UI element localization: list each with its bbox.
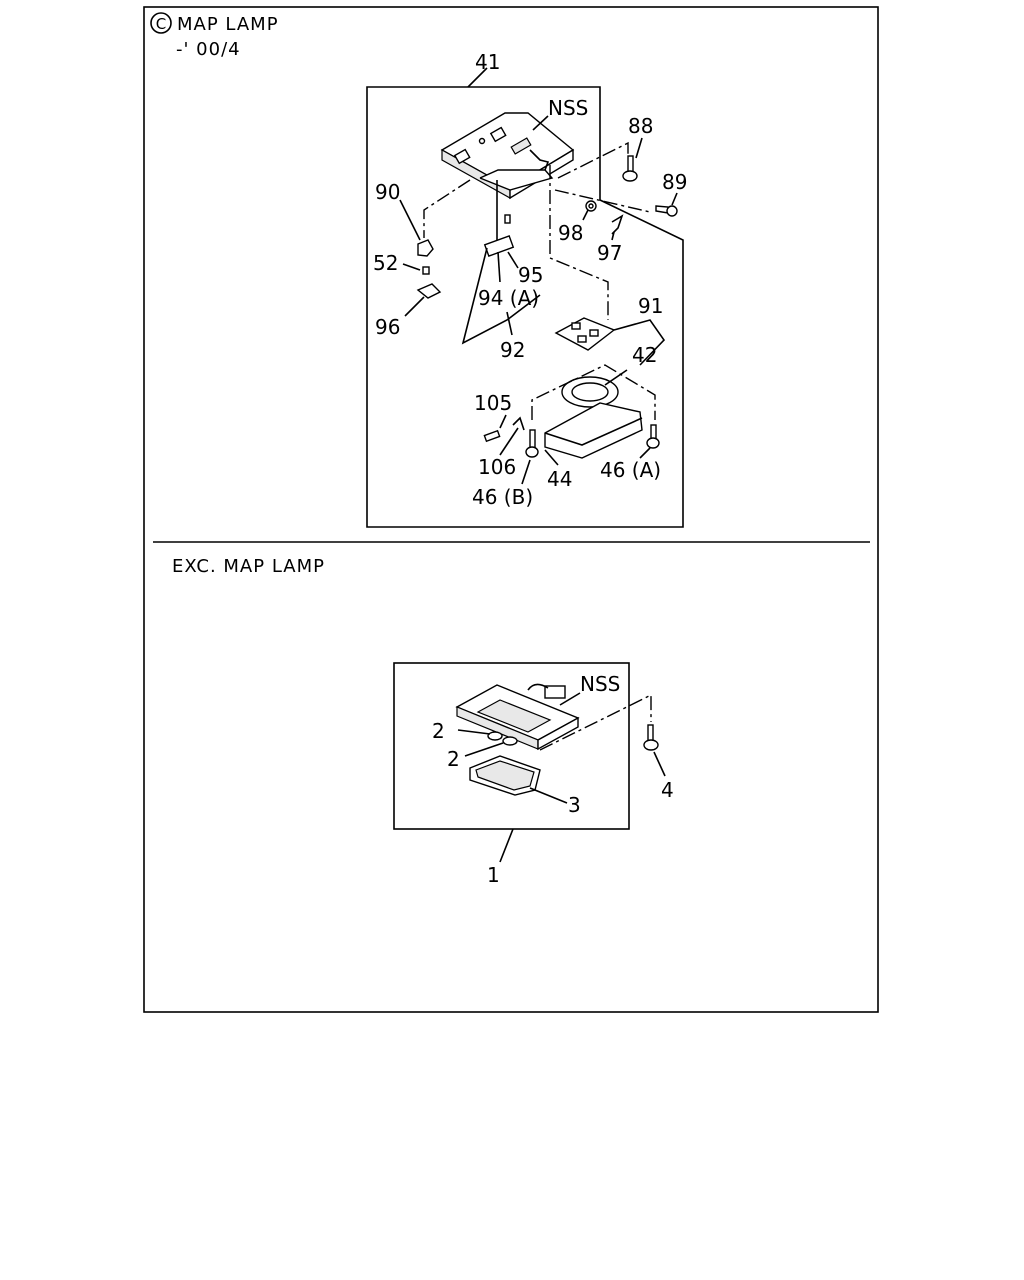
leader-nss-bottom — [559, 692, 581, 706]
bulb-2-upper-icon — [487, 731, 503, 741]
leader-94a — [497, 251, 501, 283]
label-97: 97 — [597, 241, 622, 265]
label-1: 1 — [487, 863, 500, 887]
lens-ring-42-icon — [561, 376, 619, 408]
label-98: 98 — [558, 221, 583, 245]
housing-hole — [478, 137, 486, 145]
screw-46a-icon — [646, 424, 660, 449]
leader-4 — [653, 751, 666, 777]
dash-89 — [554, 189, 651, 213]
leader-52 — [402, 263, 421, 271]
bottom-section-title: EXC. MAP LAMP — [172, 556, 325, 577]
assembly-41-box — [366, 86, 684, 528]
outer-frame — [143, 6, 879, 1013]
leader-91 — [613, 319, 666, 366]
housing-grille — [510, 137, 532, 155]
housing-bracket — [479, 169, 554, 191]
dash-88 — [557, 141, 629, 179]
leader-105 — [499, 414, 507, 429]
clip-96-icon — [416, 283, 442, 299]
screw-4-icon — [643, 724, 659, 751]
grommet-98-icon — [585, 200, 597, 212]
map-lamp-housing — [440, 112, 575, 200]
label-90: 90 — [375, 180, 400, 204]
plate-91-icon — [554, 317, 616, 351]
circle-c-icon — [150, 12, 172, 34]
label-89: 89 — [662, 170, 687, 194]
dash-90 — [423, 179, 471, 238]
bracket-92-lines — [461, 247, 541, 345]
housing-switch-right — [489, 126, 507, 143]
lens-3-icon — [469, 755, 541, 796]
label-44: 44 — [547, 467, 572, 491]
dash-42 — [531, 364, 656, 420]
label-46a: 46 (A) — [600, 458, 661, 482]
bulb-2-lower-icon — [502, 736, 518, 746]
leader-1 — [499, 828, 514, 863]
label-106: 106 — [478, 455, 516, 479]
bolt-88-icon — [622, 155, 638, 182]
leader-89 — [671, 192, 678, 206]
label-41: 41 — [475, 50, 500, 74]
bulb-icon — [504, 214, 511, 224]
nut-52-icon — [422, 266, 430, 275]
label-88: 88 — [628, 114, 653, 138]
label-2b: 2 — [447, 747, 460, 771]
leader-106 — [499, 427, 519, 456]
leader-nss-top — [532, 115, 549, 131]
label-nss-bottom: NSS — [580, 672, 620, 696]
clip-90-icon — [417, 239, 434, 257]
top-section-header: C MAP LAMP -' 00/4 — [150, 12, 279, 60]
leader-44 — [544, 449, 559, 466]
map-lamp-assembly: 41 NSS 88 89 90 98 97 52 95 94 (A) 96 91… — [366, 50, 687, 528]
leader-3 — [529, 787, 568, 804]
leader-46a — [639, 447, 651, 459]
label-52: 52 — [373, 251, 398, 275]
leader-46b — [521, 459, 531, 485]
spring-97-icon — [611, 214, 624, 235]
lens-cover-44-icon — [544, 402, 643, 459]
label-2a: 2 — [432, 719, 445, 743]
leader-97 — [611, 231, 615, 241]
label-92: 92 — [500, 338, 525, 362]
top-section-subtitle: -' 00/4 — [176, 39, 241, 60]
room-lamp-housing — [455, 683, 580, 751]
circle-letter: C — [156, 15, 166, 33]
assembly-1-box — [393, 662, 630, 830]
leader-2a — [457, 729, 491, 735]
leader-95 — [507, 251, 519, 269]
screw-89-icon — [655, 205, 678, 217]
leader-41 — [467, 67, 488, 88]
leader-92 — [506, 311, 513, 336]
label-96: 96 — [375, 315, 400, 339]
housing-switch-left — [453, 148, 471, 165]
label-91: 91 — [638, 294, 663, 318]
clip-106-icon — [512, 416, 525, 431]
leader-90 — [399, 199, 421, 241]
leader-2b — [464, 742, 504, 757]
housing-bracket-arm — [529, 149, 550, 171]
label-95: 95 — [518, 263, 543, 287]
label-94a: 94 (A) — [478, 286, 539, 310]
label-nss-top: NSS — [548, 96, 588, 120]
label-3: 3 — [568, 793, 581, 817]
label-46b: 46 (B) — [472, 485, 533, 509]
room-lamp-assembly: NSS 2 2 3 4 1 — [393, 662, 674, 887]
leader-88 — [635, 137, 643, 159]
label-105: 105 — [474, 391, 512, 415]
screw-105-icon — [483, 429, 501, 443]
top-section-title: MAP LAMP — [177, 14, 279, 35]
leader-98 — [582, 209, 589, 221]
screw-46b-icon — [525, 429, 539, 458]
leader-96 — [404, 296, 425, 317]
leader-42 — [604, 369, 628, 386]
label-42: 42 — [632, 343, 657, 367]
label-4: 4 — [661, 778, 674, 802]
